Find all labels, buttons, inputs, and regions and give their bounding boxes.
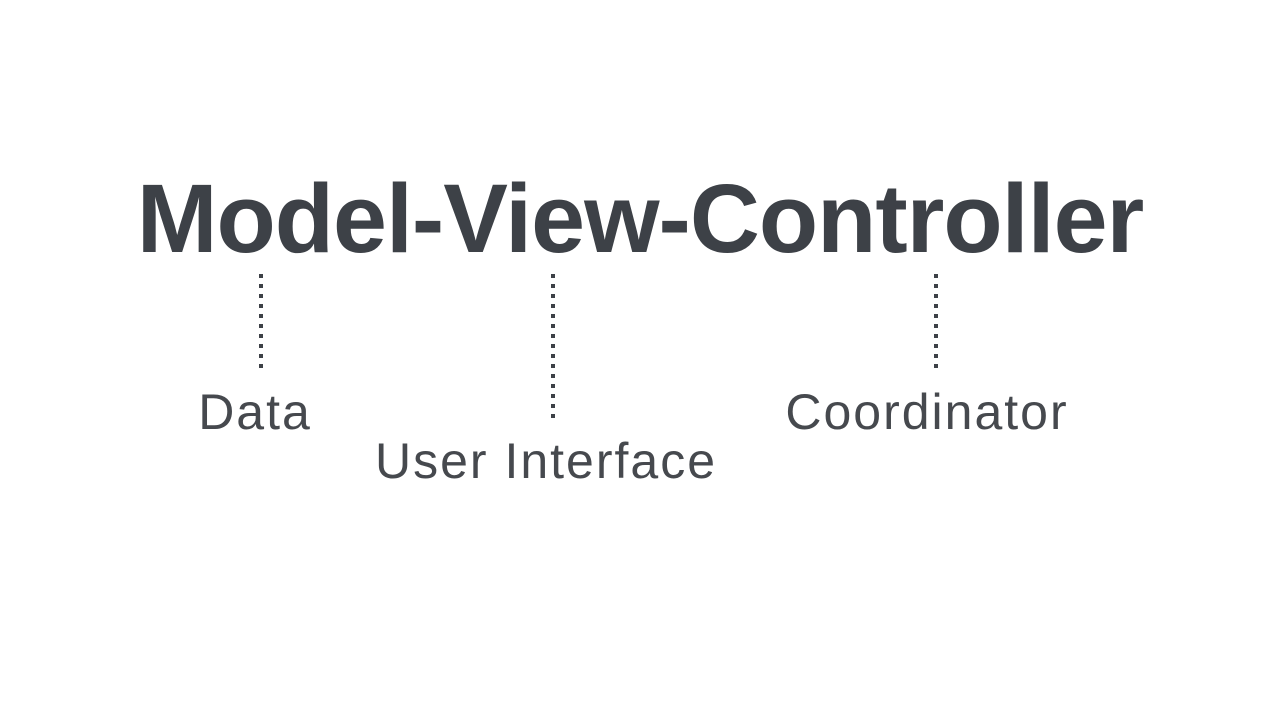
dotted-connector-controller-icon	[934, 274, 938, 369]
dotted-connector-model-icon	[259, 274, 263, 373]
diagram-title: Model-View-Controller	[136, 164, 1145, 273]
dotted-connector-view-icon	[551, 274, 555, 422]
annotation-label-controller: Coordinator	[785, 384, 1069, 440]
annotation-label-model: Data	[198, 384, 312, 440]
annotation-label-view: User Interface	[374, 433, 718, 489]
